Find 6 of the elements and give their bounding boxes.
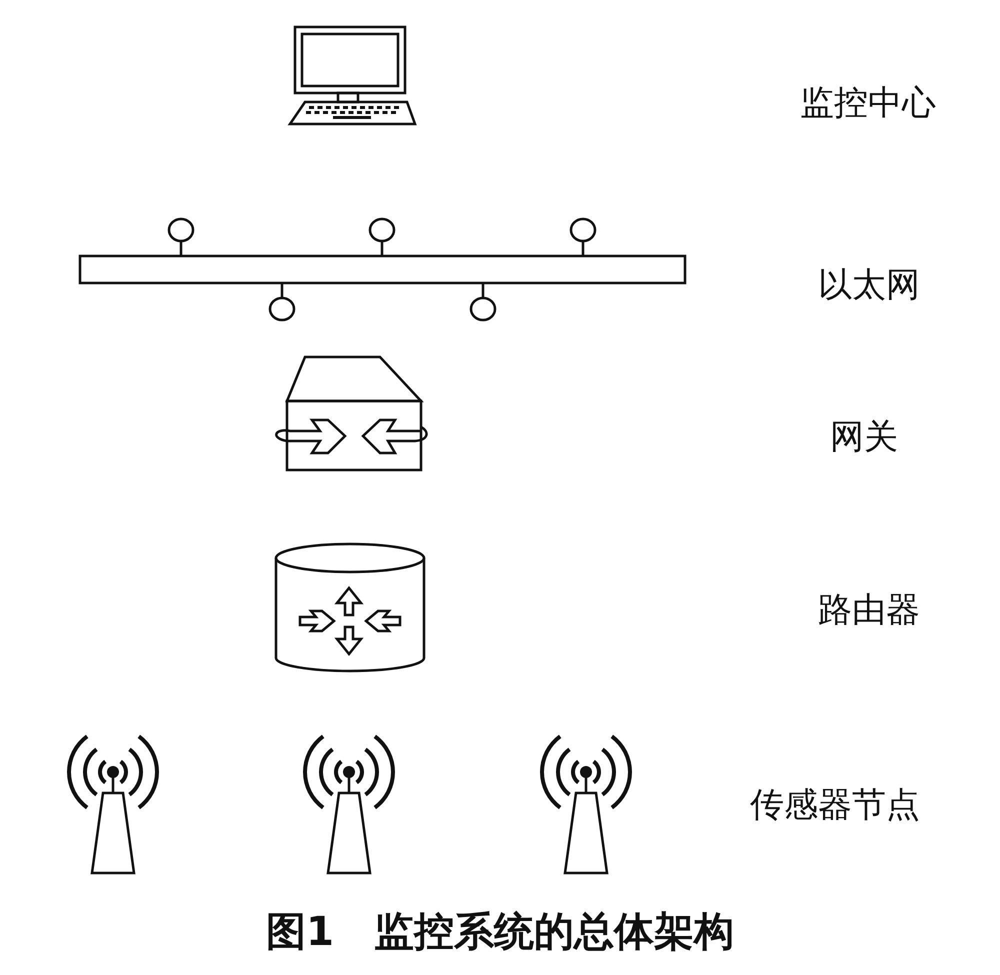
- layer-label: 路由器: [818, 593, 920, 627]
- layer-label: 传感器节点: [750, 788, 920, 822]
- figure-caption: 图1 监控系统的总体架构: [265, 912, 735, 952]
- layer-label: 以太网: [818, 268, 920, 302]
- layer-label: 网关: [830, 420, 898, 454]
- layer-label: 监控中心: [800, 86, 936, 120]
